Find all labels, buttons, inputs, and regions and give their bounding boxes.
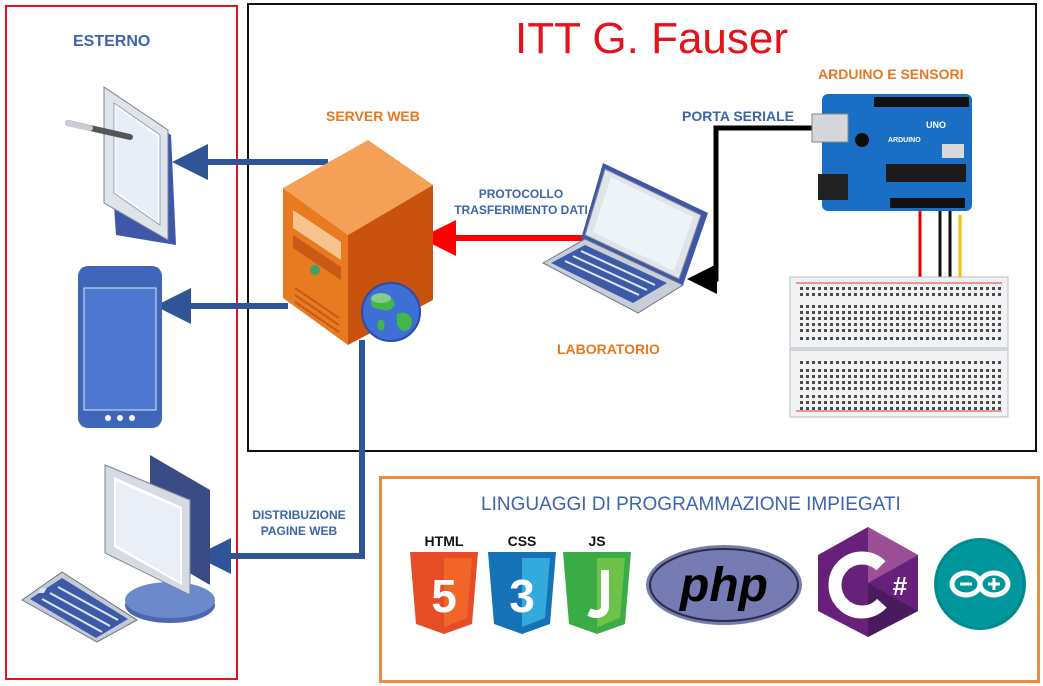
distribuzione-line-2: PAGINE WEB (260, 524, 338, 538)
js-logo: JS (563, 533, 631, 634)
tablet-icon (65, 86, 176, 245)
breadboard-holes (800, 287, 1001, 410)
css-logo-text: CSS (508, 533, 537, 549)
html-logo-digit: 5 (431, 570, 457, 622)
arduino-logo (934, 538, 1026, 630)
arduino-brand-text: ARDUINO (888, 137, 921, 144)
js-logo-text: JS (588, 533, 605, 549)
server-web-label: SERVER WEB (326, 108, 420, 124)
arduino-uno-text: UNO (926, 120, 946, 130)
protocollo-label: PROTOCOLLO TRASFERIMENTO DATI (440, 186, 602, 218)
arrow-serial-to-laptop (687, 125, 812, 294)
languages-heading: LINGUAGGI DI PROGRAMMAZIONE IMPIEGATI (481, 494, 901, 515)
arduino-label: ARDUINO E SENSORI (818, 66, 964, 82)
laptop-icon (541, 163, 708, 314)
arduino-board-icon: UNO ARDUINO (811, 94, 972, 211)
globe-icon (361, 282, 421, 342)
php-logo: php (646, 545, 802, 625)
distribuzione-label: DISTRIBUZIONE PAGINE WEB (243, 507, 355, 539)
institute-frame (247, 3, 1037, 452)
breadboard-icon (789, 276, 1009, 418)
arrow-server-to-desktop (195, 340, 365, 574)
html-logo-text: HTML (425, 533, 464, 549)
protocollo-line-1: PROTOCOLLO (478, 187, 564, 201)
languages-frame (379, 476, 1040, 683)
php-logo-text: php (678, 559, 768, 612)
csharp-logo-hash: # (893, 571, 908, 601)
desktop-monitor-icon (104, 455, 215, 623)
css3-logo: CSS 3 (488, 533, 556, 634)
protocollo-line-2: TRASFERIMENTO DATI (454, 203, 588, 217)
css-logo-digit: 3 (509, 570, 535, 622)
external-frame (5, 5, 238, 680)
keyboard-icon (21, 571, 138, 643)
diagram-title: ITT G. Fauser (514, 14, 789, 63)
csharp-logo: # (818, 527, 918, 637)
laboratorio-label: LABORATORIO (557, 341, 660, 357)
porta-seriale-label: PORTA SERIALE (682, 108, 795, 124)
smartphone-icon (78, 266, 162, 428)
esterno-label: ESTERNO (73, 33, 151, 50)
distribuzione-line-1: DISTRIBUZIONE (252, 508, 346, 522)
html5-logo: HTML 5 (410, 533, 478, 634)
